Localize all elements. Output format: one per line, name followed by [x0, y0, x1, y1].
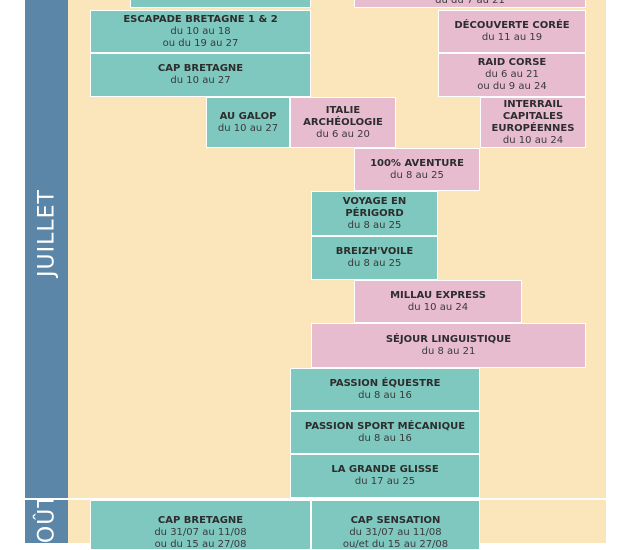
trip-name: BREIZH'VOILE [335, 246, 414, 257]
month-separator [25, 498, 606, 500]
trip-name: MILLAU EXPRESS [390, 289, 486, 301]
trip-dates: du 8 au 25 [347, 219, 402, 231]
trip-name: CAP BRETAGNE [157, 515, 244, 526]
trip-dates: du du 7 au 21 [435, 0, 505, 6]
trip-name: DÉCOUVERTE CORÉE [454, 19, 570, 31]
trip-dates: du 8 au 21 [421, 345, 476, 357]
trip-name: 100% AVENTURE [370, 157, 464, 169]
trip-dates: du 8 au 25 [347, 258, 402, 269]
trip-dates: du 10 au 24 [407, 301, 469, 313]
trip-dates: du 10 au 27 [170, 75, 231, 86]
trip-name: RAID CORSE [477, 57, 547, 68]
trip-dates: du 11 au 19 [481, 31, 543, 43]
trip-dates: ou/et du 15 au 27/08 [342, 539, 449, 550]
trip-name: AU GALOP [219, 110, 277, 122]
month-label-july: JUILLET [34, 189, 59, 277]
trip-dates: du 10 au 18 [170, 25, 231, 37]
trip-dates: ou du 19 au 27 [162, 37, 239, 49]
trip-name: ITALIE ARCHÉOLOGIE [303, 104, 383, 128]
trip-dates: du 8 au 16 [358, 432, 412, 444]
trip-dates: du 31/07 au 11/08 [154, 527, 247, 538]
trip-block-top-pink-partial: du du 7 au 21 [354, 0, 586, 8]
trip-name: INTERRAIL CAPITALES EUROPÉENNES [491, 98, 575, 134]
month-bar-august: AOÛT [25, 500, 68, 543]
month-label-august: AOÛT [34, 500, 59, 543]
trip-dates: du 6 au 20 [316, 128, 370, 140]
trip-dates: ou du 15 au 27/08 [154, 539, 247, 550]
month-bar-july: JUILLET [25, 0, 68, 498]
trip-dates: du 8 au 25 [390, 169, 444, 181]
trip-name: ESCAPADE BRETAGNE 1 & 2 [123, 13, 278, 25]
trip-name: PASSION ÉQUESTRE [329, 377, 441, 389]
trip-name: VOYAGE EN PÉRIGORD [342, 195, 407, 219]
trip-block-top-teal-partial [130, 0, 311, 8]
trip-dates: du 10 au 24 [502, 134, 564, 146]
trip-name: LA GRANDE GLISSE [331, 464, 439, 475]
trip-dates: du 8 au 16 [358, 389, 412, 401]
trip-name: CAP BRETAGNE [157, 63, 244, 74]
trip-dates: ou du 9 au 24 [477, 81, 547, 92]
trip-dates: du 17 au 25 [354, 476, 416, 487]
trip-name: CAP SENSATION [350, 515, 441, 526]
trip-dates: du 6 au 21 [485, 69, 539, 80]
trip-dates: du 10 au 27 [217, 122, 279, 134]
trip-dates: du 31/07 au 11/08 [349, 527, 442, 538]
trip-name: PASSION SPORT MÉCANIQUE [304, 420, 466, 432]
trip-name: SÉJOUR LINGUISTIQUE [385, 333, 512, 345]
